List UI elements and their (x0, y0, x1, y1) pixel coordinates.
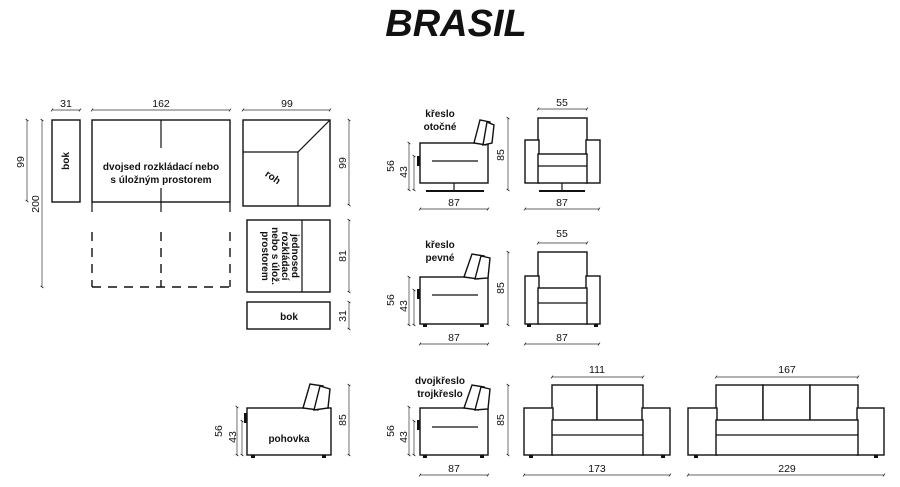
pevne-front-arm-right (585, 275, 601, 325)
kreslo-otocne-label-line1: křeslo (425, 109, 454, 120)
two-seat-top: 111 (589, 364, 605, 376)
dvoj-height: 85 (495, 414, 507, 426)
kreslo-pevne-label-line1: křeslo (425, 240, 454, 251)
pevne-side-foot-right (480, 324, 484, 327)
dim-roh-depth: 99 (337, 157, 349, 169)
bok-module-bottom (246, 301, 331, 330)
dvoj-side-back-2 (474, 386, 491, 411)
pohovka-seat-height: 56 (213, 425, 225, 437)
sofa-label-line1: dvojsed rozkládací nebo (103, 162, 219, 173)
pevne-front-foot-left (527, 324, 531, 327)
pohovka-height: 85 (337, 414, 349, 426)
single-label-line2: rozkládací (279, 232, 290, 282)
dim-roh-width: 99 (281, 98, 293, 110)
pevne-front-width: 87 (556, 332, 568, 344)
bok-bottom-label: bok (280, 312, 298, 323)
dvoj-seat-frame: 43 (398, 431, 410, 443)
bok-top-label: bok (61, 152, 72, 170)
pevne-front-arm-left (524, 275, 540, 325)
pevne-seat-frame: 43 (398, 300, 410, 312)
two-seat-width: 173 (588, 463, 606, 475)
otocne-height: 85 (495, 149, 507, 161)
otocne-side-handle (417, 156, 420, 166)
pevne-side-foot-left (423, 324, 427, 327)
two-seat-foot-left (529, 455, 533, 458)
dvoj-side-foot-left (423, 455, 427, 458)
otocne-side-back-2 (482, 121, 495, 146)
pevne-seat-height: 56 (385, 294, 397, 306)
pevne-side-back-2 (474, 255, 491, 280)
otocne-front-seat (537, 153, 588, 184)
two-seat-arm-left (523, 407, 554, 456)
three-seat-seat (715, 419, 859, 456)
two-seat-seat (551, 419, 644, 456)
dvoj-side-foot-right (480, 455, 484, 458)
pevne-height: 85 (495, 282, 507, 294)
bok-module-top (51, 119, 81, 203)
dvoj-side-body (419, 407, 489, 456)
dvoj-depth: 87 (448, 463, 460, 475)
pevne-side-body (419, 276, 489, 325)
three-seat-foot-left (694, 455, 698, 458)
kreslo-pevne-label-line2: pevné (426, 253, 455, 264)
single-label-line4: prostorem (259, 231, 270, 281)
dvoj-side-handle (417, 420, 420, 430)
otocne-front-arm-right (585, 139, 601, 184)
dvojkreslo-trojkreslo: dvojkřeslo trojkřeslo 56 43 85 87 111 17… (385, 364, 886, 477)
two-seat-foot-right (661, 455, 665, 458)
three-seat-arm-left (687, 407, 718, 456)
pevne-front-foot-right (594, 324, 598, 327)
pohovka-label: pohovka (268, 434, 310, 445)
pevne-depth: 87 (448, 332, 460, 344)
kreslo-otocne: křeslo otočné 56 43 85 87 55 87 (385, 97, 601, 211)
dim-bok-width: 31 (60, 98, 72, 110)
pohovka-seat-frame: 43 (227, 431, 239, 443)
otocne-seat-frame: 43 (398, 166, 410, 178)
pohovka-handle (244, 413, 247, 423)
sofa-label-line2: s úložným prostorem (110, 175, 211, 186)
pohovka-foot-right (322, 455, 326, 458)
kreslo-otocne-label-line2: otočné (424, 122, 457, 133)
dvoj-seat-height: 56 (385, 425, 397, 437)
dim-total-depth: 200 (30, 195, 42, 213)
pohovka-body (246, 407, 332, 456)
sectional-layout: 31 162 99 99 200 99 81 31 bok dvojsed ro… (15, 98, 351, 331)
three-seat-top: 167 (778, 364, 796, 376)
three-seat-foot-right (874, 455, 878, 458)
dvojkreslo-label-line1: dvojkřeslo (415, 376, 465, 387)
pohovka-foot-left (251, 455, 255, 458)
dim-bok-depth: 31 (337, 310, 349, 322)
pevne-front-top: 55 (556, 228, 568, 240)
otocne-front-arm-left (524, 139, 540, 184)
pohovka-side-view: 56 43 85 pohovka (213, 383, 351, 458)
pevne-side-handle (417, 289, 420, 299)
otocne-front-top: 55 (556, 97, 568, 109)
otocne-front-width: 87 (556, 197, 568, 209)
single-seat-module (246, 219, 331, 293)
two-seat-arm-right (641, 407, 671, 456)
dim-single-depth: 81 (337, 250, 349, 262)
dim-sofa-width: 162 (152, 98, 170, 110)
otocne-seat-height: 56 (385, 160, 397, 172)
single-label-line3: nebo s úlož. (269, 227, 280, 285)
pohovka-back-cushion-2 (313, 385, 331, 411)
dim-depth-left: 99 (15, 156, 27, 168)
dvojkreslo-label-line2: trojkřeslo (417, 389, 463, 400)
otocne-depth: 87 (448, 197, 460, 209)
otocne-side-body (419, 142, 489, 184)
single-label-line1: jednosed (289, 233, 300, 278)
kreslo-pevne: křeslo pevné 56 43 85 87 55 87 (385, 228, 601, 346)
title: BRASIL (385, 3, 526, 45)
three-seat-arm-right (856, 407, 885, 456)
pevne-front-seat (537, 287, 588, 325)
three-seat-width: 229 (778, 463, 796, 475)
